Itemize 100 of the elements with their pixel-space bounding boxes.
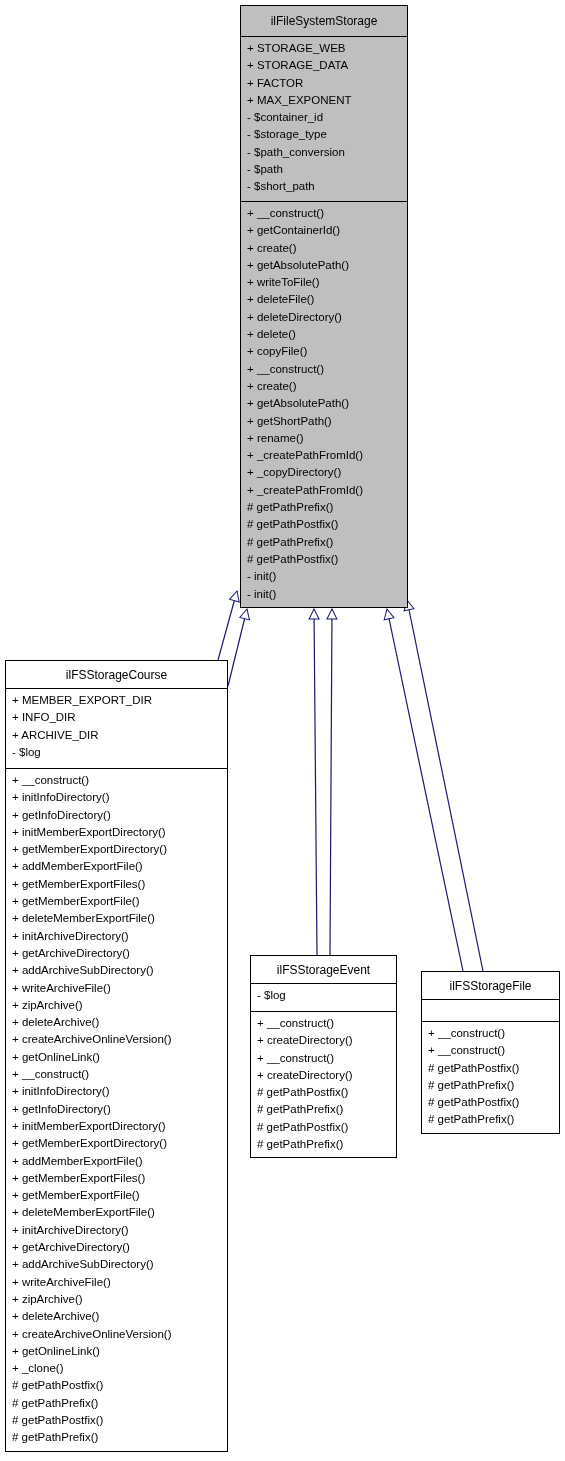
method-text: # getPathPostfix(): [257, 1085, 350, 1101]
method-text: + createDirectory(): [257, 1067, 354, 1083]
method-text: + getShortPath(): [247, 413, 333, 429]
class-box: [421, 971, 560, 1134]
method-text: # getPathPostfix(): [247, 517, 340, 533]
method-text: + createDirectory(): [257, 1033, 354, 1049]
inheritance-arrow: [308, 608, 320, 956]
method-text: + deleteArchive(): [12, 1015, 101, 1031]
attribute-text: + INFO_DIR: [12, 710, 77, 726]
method-text: + __construct(): [12, 773, 91, 788]
attribute-text: - $path_conversion: [247, 144, 346, 160]
attribute-text: - $container_id: [247, 110, 325, 126]
method-text: + getMemberExportDirectory(): [12, 842, 168, 858]
method-text: + _createPathFromId(): [247, 482, 364, 498]
method-text: + __construct(): [257, 1050, 336, 1066]
method-text: # getPathPostfix(): [428, 1095, 521, 1111]
attribute-text: + MAX_EXPONENT: [247, 92, 353, 108]
method-text: + create(): [247, 240, 298, 256]
attribute-text: + MEMBER_EXPORT_DIR: [12, 693, 154, 708]
class-name: ilFSStorageEvent: [276, 962, 371, 977]
method-text: + getArchiveDirectory(): [12, 1240, 131, 1255]
method-text: + rename(): [247, 430, 305, 446]
method-text: + getAbsolutePath(): [247, 257, 350, 273]
inheritance-arrow: [326, 608, 338, 956]
method-text: + deleteArchive(): [12, 1309, 101, 1325]
method-text: + getOnlineLink(): [12, 1049, 101, 1065]
method-text: # getPathPostfix(): [428, 1060, 521, 1076]
inheritance-arrow: [217, 590, 240, 661]
method-text: + writeToFile(): [247, 275, 321, 291]
method-text: + delete(): [247, 327, 297, 343]
method-text: + __construct(): [12, 1067, 91, 1083]
method-text: + __construct(): [257, 1016, 336, 1031]
method-text: # getPathPrefix(): [12, 1395, 100, 1411]
method-text: # getPathPrefix(): [247, 500, 335, 516]
method-text: + _clone(): [12, 1361, 65, 1377]
method-text: # getPathPostfix(): [12, 1378, 105, 1394]
attribute-text: + STORAGE_WEB: [247, 41, 347, 56]
method-text: + initInfoDirectory(): [12, 1084, 111, 1100]
class-name: ilFSStorageCourse: [65, 667, 168, 682]
method-text: + _copyDirectory(): [247, 465, 343, 481]
method-text: + copyFile(): [247, 344, 309, 360]
method-text: + initArchiveDirectory(): [12, 928, 130, 944]
method-text: + create(): [247, 378, 298, 394]
attribute-text: - $short_path: [247, 179, 316, 195]
attribute-text: - $path: [247, 162, 284, 178]
method-text: + addArchiveSubDirectory(): [12, 1257, 155, 1273]
method-text: + getOnlineLink(): [12, 1343, 101, 1359]
method-text: + writeArchiveFile(): [12, 980, 112, 996]
inheritance-arrow: [403, 599, 484, 972]
method-text: # getPathPrefix(): [257, 1102, 345, 1118]
method-text: - init(): [247, 586, 278, 602]
class-name: ilFSStorageFile: [449, 978, 532, 993]
method-text: + createArchiveOnlineVersion(): [12, 1326, 173, 1342]
attribute-text: - $log: [12, 744, 42, 760]
attribute-text: + ARCHIVE_DIR: [12, 727, 100, 743]
attribute-text: + STORAGE_DATA: [247, 58, 350, 74]
method-text: + __construct(): [428, 1043, 507, 1059]
method-text: + getMemberExportFiles(): [12, 1170, 147, 1186]
method-text: + getInfoDirectory(): [12, 1101, 112, 1117]
method-text: + zipArchive(): [12, 997, 84, 1013]
method-text: + getInfoDirectory(): [12, 807, 112, 823]
method-text: + writeArchiveFile(): [12, 1274, 112, 1290]
method-text: + getMemberExportFile(): [12, 894, 141, 910]
method-text: + getMemberExportFile(): [12, 1188, 141, 1204]
method-text: + __construct(): [247, 206, 326, 221]
method-text: + initMemberExportDirectory(): [12, 824, 167, 840]
class-box: [250, 955, 397, 1159]
attribute-text: + FACTOR: [247, 75, 305, 91]
class-name: ilFileSystemStorage: [270, 14, 378, 28]
method-text: + zipArchive(): [12, 1291, 84, 1307]
method-text: + __construct(): [247, 361, 326, 377]
method-text: + getMemberExportDirectory(): [12, 1136, 168, 1152]
method-text: # getPathPostfix(): [247, 551, 340, 567]
method-text: + getArchiveDirectory(): [12, 945, 131, 961]
class-box: [240, 5, 408, 608]
method-text: + __construct(): [428, 1026, 507, 1041]
method-text: + addMemberExportFile(): [12, 859, 144, 875]
method-text: + deleteMemberExportFile(): [12, 911, 156, 927]
method-text: + getAbsolutePath(): [247, 396, 350, 412]
method-text: # getPathPrefix(): [247, 534, 335, 550]
attribute-text: - $storage_type: [247, 127, 328, 143]
method-text: + initInfoDirectory(): [12, 790, 111, 806]
attribute-text: - $log: [257, 988, 287, 1003]
class-box: [5, 660, 228, 1452]
method-text: + getMemberExportFiles(): [12, 876, 147, 892]
inheritance-arrow: [383, 608, 464, 972]
method-text: # getPathPrefix(): [257, 1137, 345, 1153]
method-text: # getPathPrefix(): [428, 1112, 516, 1128]
method-text: + deleteMemberExportFile(): [12, 1205, 156, 1221]
method-text: + addArchiveSubDirectory(): [12, 963, 155, 979]
inheritance-arrow: [227, 608, 250, 687]
method-text: + _createPathFromId(): [247, 448, 364, 464]
method-text: + deleteDirectory(): [247, 309, 343, 325]
method-text: + getContainerId(): [247, 223, 341, 239]
method-text: # getPathPrefix(): [12, 1430, 100, 1446]
method-text: # getPathPrefix(): [428, 1077, 516, 1093]
method-text: # getPathPostfix(): [257, 1119, 350, 1135]
method-text: + initMemberExportDirectory(): [12, 1118, 167, 1134]
method-text: + addMemberExportFile(): [12, 1153, 144, 1169]
method-text: - init(): [247, 569, 278, 585]
